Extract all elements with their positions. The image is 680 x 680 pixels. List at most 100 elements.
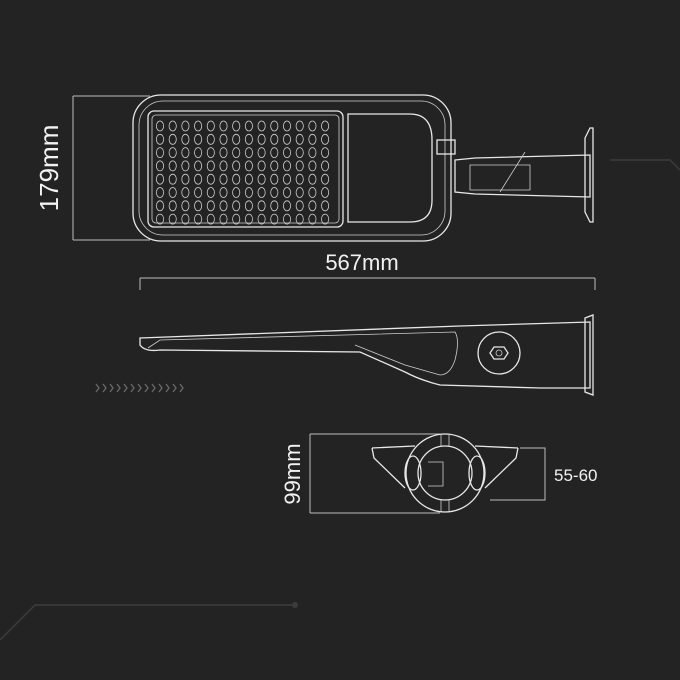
led — [206, 120, 215, 132]
led — [219, 160, 228, 172]
led — [219, 147, 228, 159]
chevron-icon — [179, 383, 184, 393]
led — [244, 147, 253, 159]
led — [257, 120, 266, 132]
led — [181, 187, 190, 198]
led — [270, 187, 279, 198]
led — [270, 147, 279, 159]
led — [155, 120, 164, 132]
length-label: 567mm — [325, 250, 398, 275]
led — [219, 173, 228, 185]
led — [244, 160, 253, 172]
chevron-icon — [102, 383, 107, 393]
led — [232, 147, 241, 159]
led — [181, 213, 190, 225]
led — [194, 133, 203, 145]
led — [282, 173, 291, 185]
chevron-icon — [123, 383, 128, 393]
led — [206, 160, 215, 172]
led — [270, 133, 279, 145]
led — [206, 200, 215, 212]
led — [194, 160, 203, 172]
led — [257, 213, 266, 225]
led — [270, 120, 279, 132]
pole-diameter-label: 55-60 — [554, 466, 597, 485]
depth-label: 99mm — [280, 443, 305, 504]
led — [181, 133, 190, 145]
led — [244, 133, 253, 145]
led — [321, 200, 330, 212]
led — [168, 160, 177, 172]
led — [232, 200, 241, 212]
chevron-icon — [144, 383, 149, 393]
chevron-icon — [116, 383, 121, 393]
led — [168, 213, 177, 225]
led — [194, 173, 203, 185]
led — [206, 147, 215, 159]
led — [308, 160, 317, 172]
mounting-bracket — [436, 127, 594, 223]
led — [168, 147, 177, 159]
led — [308, 213, 317, 225]
height-label: 179mm — [34, 125, 64, 212]
led — [194, 120, 203, 132]
led — [168, 187, 177, 198]
led — [194, 187, 203, 198]
led — [295, 213, 304, 225]
led — [282, 187, 291, 198]
led — [282, 213, 291, 225]
led — [219, 200, 228, 212]
led — [232, 173, 241, 185]
chevron-icon — [165, 383, 170, 393]
led — [308, 120, 317, 132]
led — [232, 133, 241, 145]
led — [155, 133, 164, 145]
led — [181, 160, 190, 172]
led — [219, 133, 228, 145]
led — [219, 120, 228, 132]
led — [257, 147, 266, 159]
led — [206, 187, 215, 198]
led — [219, 187, 228, 198]
led — [244, 200, 253, 212]
led — [219, 213, 228, 225]
led — [295, 173, 304, 185]
led — [295, 200, 304, 212]
led — [282, 200, 291, 212]
led — [295, 187, 304, 198]
chevron-icon — [158, 383, 163, 393]
led — [257, 133, 266, 145]
led — [206, 133, 215, 145]
led — [321, 147, 330, 159]
led — [308, 133, 317, 145]
led — [308, 187, 317, 198]
led — [181, 120, 190, 132]
led — [168, 120, 177, 132]
led — [282, 160, 291, 172]
led — [257, 173, 266, 185]
chevron-icon — [151, 383, 156, 393]
led — [257, 187, 266, 198]
led — [270, 160, 279, 172]
led — [232, 187, 241, 198]
led — [194, 213, 203, 225]
led — [321, 133, 330, 145]
led — [155, 187, 164, 198]
led — [270, 200, 279, 212]
height-dimension-line — [72, 95, 150, 241]
led — [206, 213, 215, 225]
chevron-icon — [130, 383, 135, 393]
led — [168, 173, 177, 185]
led — [257, 160, 266, 172]
led — [270, 213, 279, 225]
led-array — [155, 120, 330, 225]
chevron-icon — [109, 383, 114, 393]
led — [155, 213, 164, 225]
led — [181, 200, 190, 212]
chevron-icon — [172, 383, 177, 393]
decorative-lines — [0, 159, 680, 641]
led — [321, 213, 330, 225]
pole-dimension-line — [490, 447, 546, 501]
